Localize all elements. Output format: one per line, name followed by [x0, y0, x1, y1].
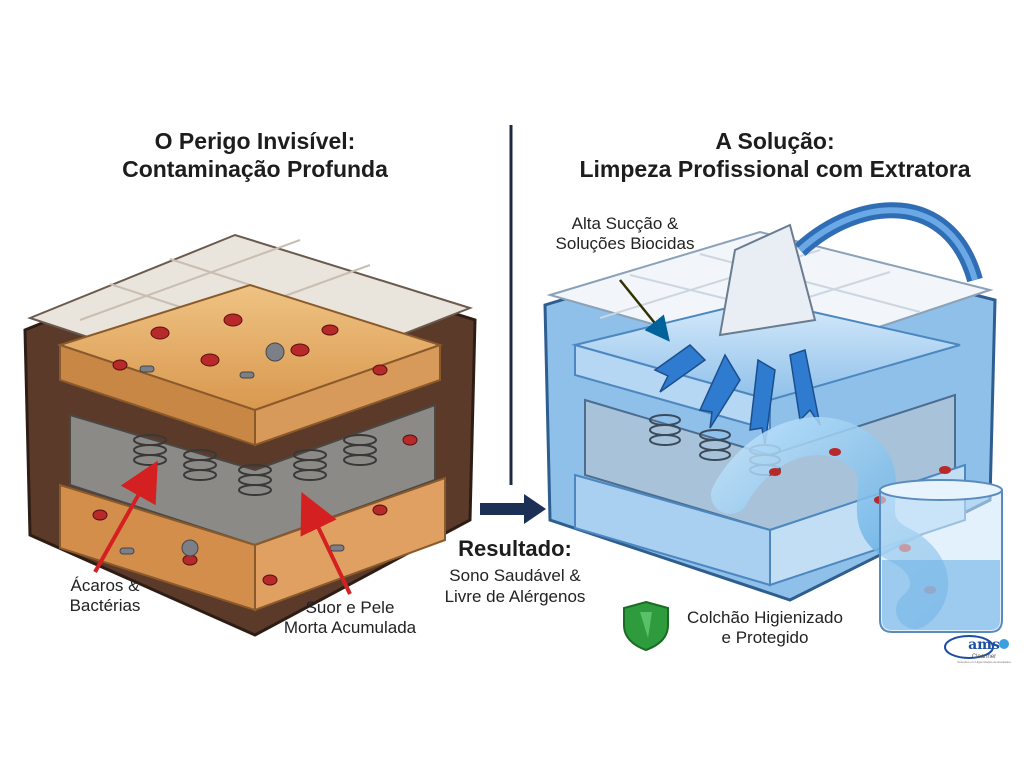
spring-icon: [133, 434, 377, 496]
label-mites-line1: Ácaros &: [70, 576, 140, 595]
label-suction: Alta Sucção & Soluções Biocidas: [540, 214, 710, 255]
bacteria-icon: [119, 342, 345, 557]
pointer-line: [619, 279, 670, 342]
label-mites: Ácaros & Bactérias: [40, 576, 170, 617]
result-block: Resultado: Sono Saudável & Livre de Alér…: [420, 536, 610, 607]
label-sweat-line1: Suor e Pele: [305, 598, 395, 617]
result-line1: Sono Saudável &: [449, 566, 581, 586]
label-clean: Colchão Higienizado e Protegido: [670, 608, 860, 649]
collection-jar: [879, 479, 1003, 633]
red-arrow-icon: [93, 460, 352, 595]
left-title-line1: O Perigo Invisível:: [154, 128, 356, 154]
label-mites-line2: Bactérias: [69, 596, 141, 616]
right-title-line1: A Solução:: [715, 128, 835, 154]
right-title: A Solução: Limpeza Profissional com Extr…: [540, 128, 1010, 183]
logo-name: ams: [968, 637, 1000, 653]
label-suction-line1: Alta Sucção &: [571, 214, 679, 233]
left-title-line2: Contaminação Profunda: [122, 155, 388, 182]
brand-logo: ams Cleanner Soluções em Higienização de…: [946, 637, 1022, 665]
mite-icon: [92, 313, 418, 586]
label-clean-line1: Colchão Higienizado: [687, 608, 843, 627]
left-title: O Perigo Invisível: Contaminação Profund…: [65, 128, 445, 183]
logo-tagline: Soluções em Higienização de Estofados: [957, 659, 1011, 664]
result-title: Resultado:: [458, 536, 572, 561]
label-sweat: Suor e Pele Morta Acumulada: [260, 598, 440, 639]
label-sweat-line2: Morta Acumulada: [283, 618, 417, 638]
logo-sub: Cleanner: [971, 653, 997, 660]
navy-arrow-icon: [653, 344, 821, 446]
result-line2: Livre de Alérgenos: [444, 586, 586, 606]
label-clean-line2: e Protegido: [721, 628, 809, 648]
right-title-line2: Limpeza Profissional com Extratora: [579, 155, 971, 182]
logo-mark: [944, 635, 1009, 659]
extractor-nozzle: [718, 202, 983, 337]
navy-arrow-icon: [480, 494, 546, 524]
shield-icon: [623, 600, 669, 652]
label-suction-line2: Soluções Biocidas: [555, 234, 695, 254]
